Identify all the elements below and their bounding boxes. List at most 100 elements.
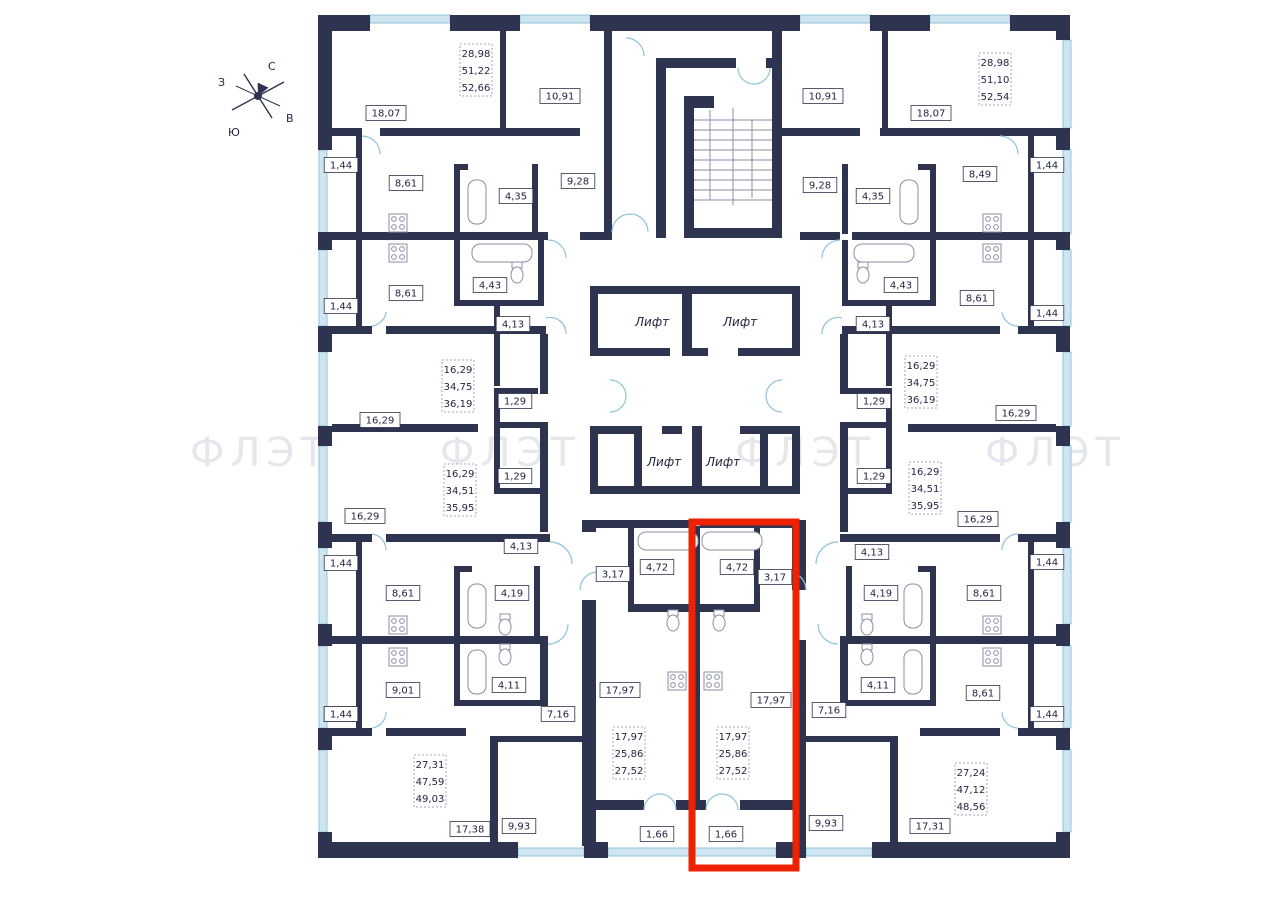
apartment-area-line: 36,19 [907, 395, 936, 406]
room-area-value: 8,61 [972, 689, 994, 700]
room-area-value: 4,72 [646, 563, 668, 574]
room-area-label: 4,72 [639, 559, 675, 575]
room-area-label: 4,43 [472, 277, 508, 293]
compass-west-label: З [218, 76, 225, 89]
toilet-icon [856, 261, 870, 284]
room-area-label: 1,44 [323, 706, 359, 722]
room-area-value: 9,28 [809, 181, 831, 192]
room-area-label: 10,91 [539, 88, 581, 104]
room-area-value: 4,13 [861, 548, 883, 559]
room-area-value: 4,35 [505, 192, 527, 203]
room-area-label: 1,29 [856, 468, 892, 484]
compass-east-label: В [286, 112, 294, 125]
room-area-value: 9,93 [508, 822, 530, 833]
room-area-value: 1,29 [504, 472, 526, 483]
watermark-text: ФЛЭТ [190, 430, 331, 476]
room-area-value: 8,49 [969, 170, 991, 181]
room-area-value: 17,97 [606, 686, 635, 697]
room-area-label: 17,97 [750, 692, 792, 708]
room-area-value: 4,13 [510, 542, 532, 553]
compass-icon: С В Ю З [218, 60, 294, 139]
toilet-icon [666, 609, 680, 632]
room-area-value: 16,29 [1002, 409, 1031, 420]
room-area-value: 1,44 [330, 559, 352, 570]
room-area-label: 9,01 [385, 682, 421, 698]
room-area-label: 17,38 [449, 821, 491, 837]
room-area-label: 1,66 [708, 826, 744, 842]
room-area-label: 4,35 [855, 188, 891, 204]
room-area-label: 16,29 [957, 511, 999, 527]
room-area-label: 16,29 [359, 412, 401, 428]
room-area-label: 18,07 [365, 105, 407, 121]
room-area-label: 8,61 [959, 290, 995, 306]
room-area-label: 8,61 [385, 585, 421, 601]
room-area-value: 17,97 [757, 696, 786, 707]
apartment-area-line: 47,12 [957, 785, 986, 796]
room-area-value: 1,44 [330, 161, 352, 172]
room-area-label: 3,17 [595, 566, 631, 582]
toilet-icon [860, 613, 874, 636]
room-area-value: 1,44 [1036, 710, 1058, 721]
apartment-area-line: 52,54 [981, 92, 1010, 103]
room-area-label: 1,29 [497, 468, 533, 484]
apartment-area-labels: 28,9851,2252,6628,9851,1052,5416,2934,75… [413, 43, 1012, 816]
room-area-value: 1,66 [646, 830, 668, 841]
room-area-value: 4,19 [501, 589, 523, 600]
room-area-label: 8,61 [388, 175, 424, 191]
room-area-label: 4,72 [719, 559, 755, 575]
room-area-value: 7,16 [547, 710, 569, 721]
room-area-value: 9,93 [815, 819, 837, 830]
apartment-area-line: 48,56 [957, 802, 986, 813]
stove-icon [388, 647, 408, 667]
apartment-area-summary: 27,24 47,12 48,56 [954, 762, 988, 816]
apartment-area-line: 28,98 [462, 49, 491, 60]
room-area-label: 4,35 [498, 188, 534, 204]
highlighted-apartment[interactable] [688, 518, 800, 872]
room-area-value: 4,35 [862, 192, 884, 203]
apartment-area-line: 47,59 [416, 777, 445, 788]
room-area-label: 7,16 [811, 702, 847, 718]
room-area-label: 4,19 [863, 585, 899, 601]
apartment-area-line: 27,52 [719, 766, 748, 777]
apartment-area-line: 28,98 [981, 58, 1010, 69]
room-area-value: 4,43 [479, 281, 501, 292]
room-area-label: 4,43 [883, 277, 919, 293]
room-area-value: 1,44 [1036, 558, 1058, 569]
bathtub-icon [471, 243, 533, 263]
room-area-value: 16,29 [366, 416, 395, 427]
room-area-value: 4,19 [870, 589, 892, 600]
room-area-value: 1,44 [330, 710, 352, 721]
room-area-value: 16,29 [351, 512, 380, 523]
room-area-value: 4,72 [726, 563, 748, 574]
elevator-label: Лифт [705, 455, 741, 469]
room-area-value: 1,29 [504, 397, 526, 408]
room-area-label: 3,17 [757, 569, 793, 585]
apartment-area-line: 51,22 [462, 66, 491, 77]
watermark-text: ФЛЭТ [735, 430, 876, 476]
room-area-label: 1,44 [1029, 157, 1065, 173]
room-area-label: 1,44 [1029, 554, 1065, 570]
apartment-area-line: 25,86 [615, 749, 644, 760]
apartment-area-line: 36,19 [444, 399, 473, 410]
room-area-value: 8,61 [395, 289, 417, 300]
room-area-value: 9,01 [392, 686, 414, 697]
room-area-value: 1,29 [863, 397, 885, 408]
apartment-area-line: 16,29 [911, 467, 940, 478]
room-area-value: 7,16 [818, 706, 840, 717]
room-area-value: 8,61 [395, 179, 417, 190]
room-area-value: 4,43 [890, 281, 912, 292]
room-area-label: 8,61 [388, 285, 424, 301]
stove-icon [982, 213, 1002, 233]
bathtub-icon [701, 531, 763, 551]
toilet-icon [498, 613, 512, 636]
apartment-area-line: 27,24 [957, 768, 986, 779]
watermark-text: ФЛЭТ [985, 430, 1126, 476]
room-area-label: 17,31 [909, 818, 951, 834]
bathtub-icon [899, 179, 919, 225]
room-area-label: 9,28 [560, 173, 596, 189]
